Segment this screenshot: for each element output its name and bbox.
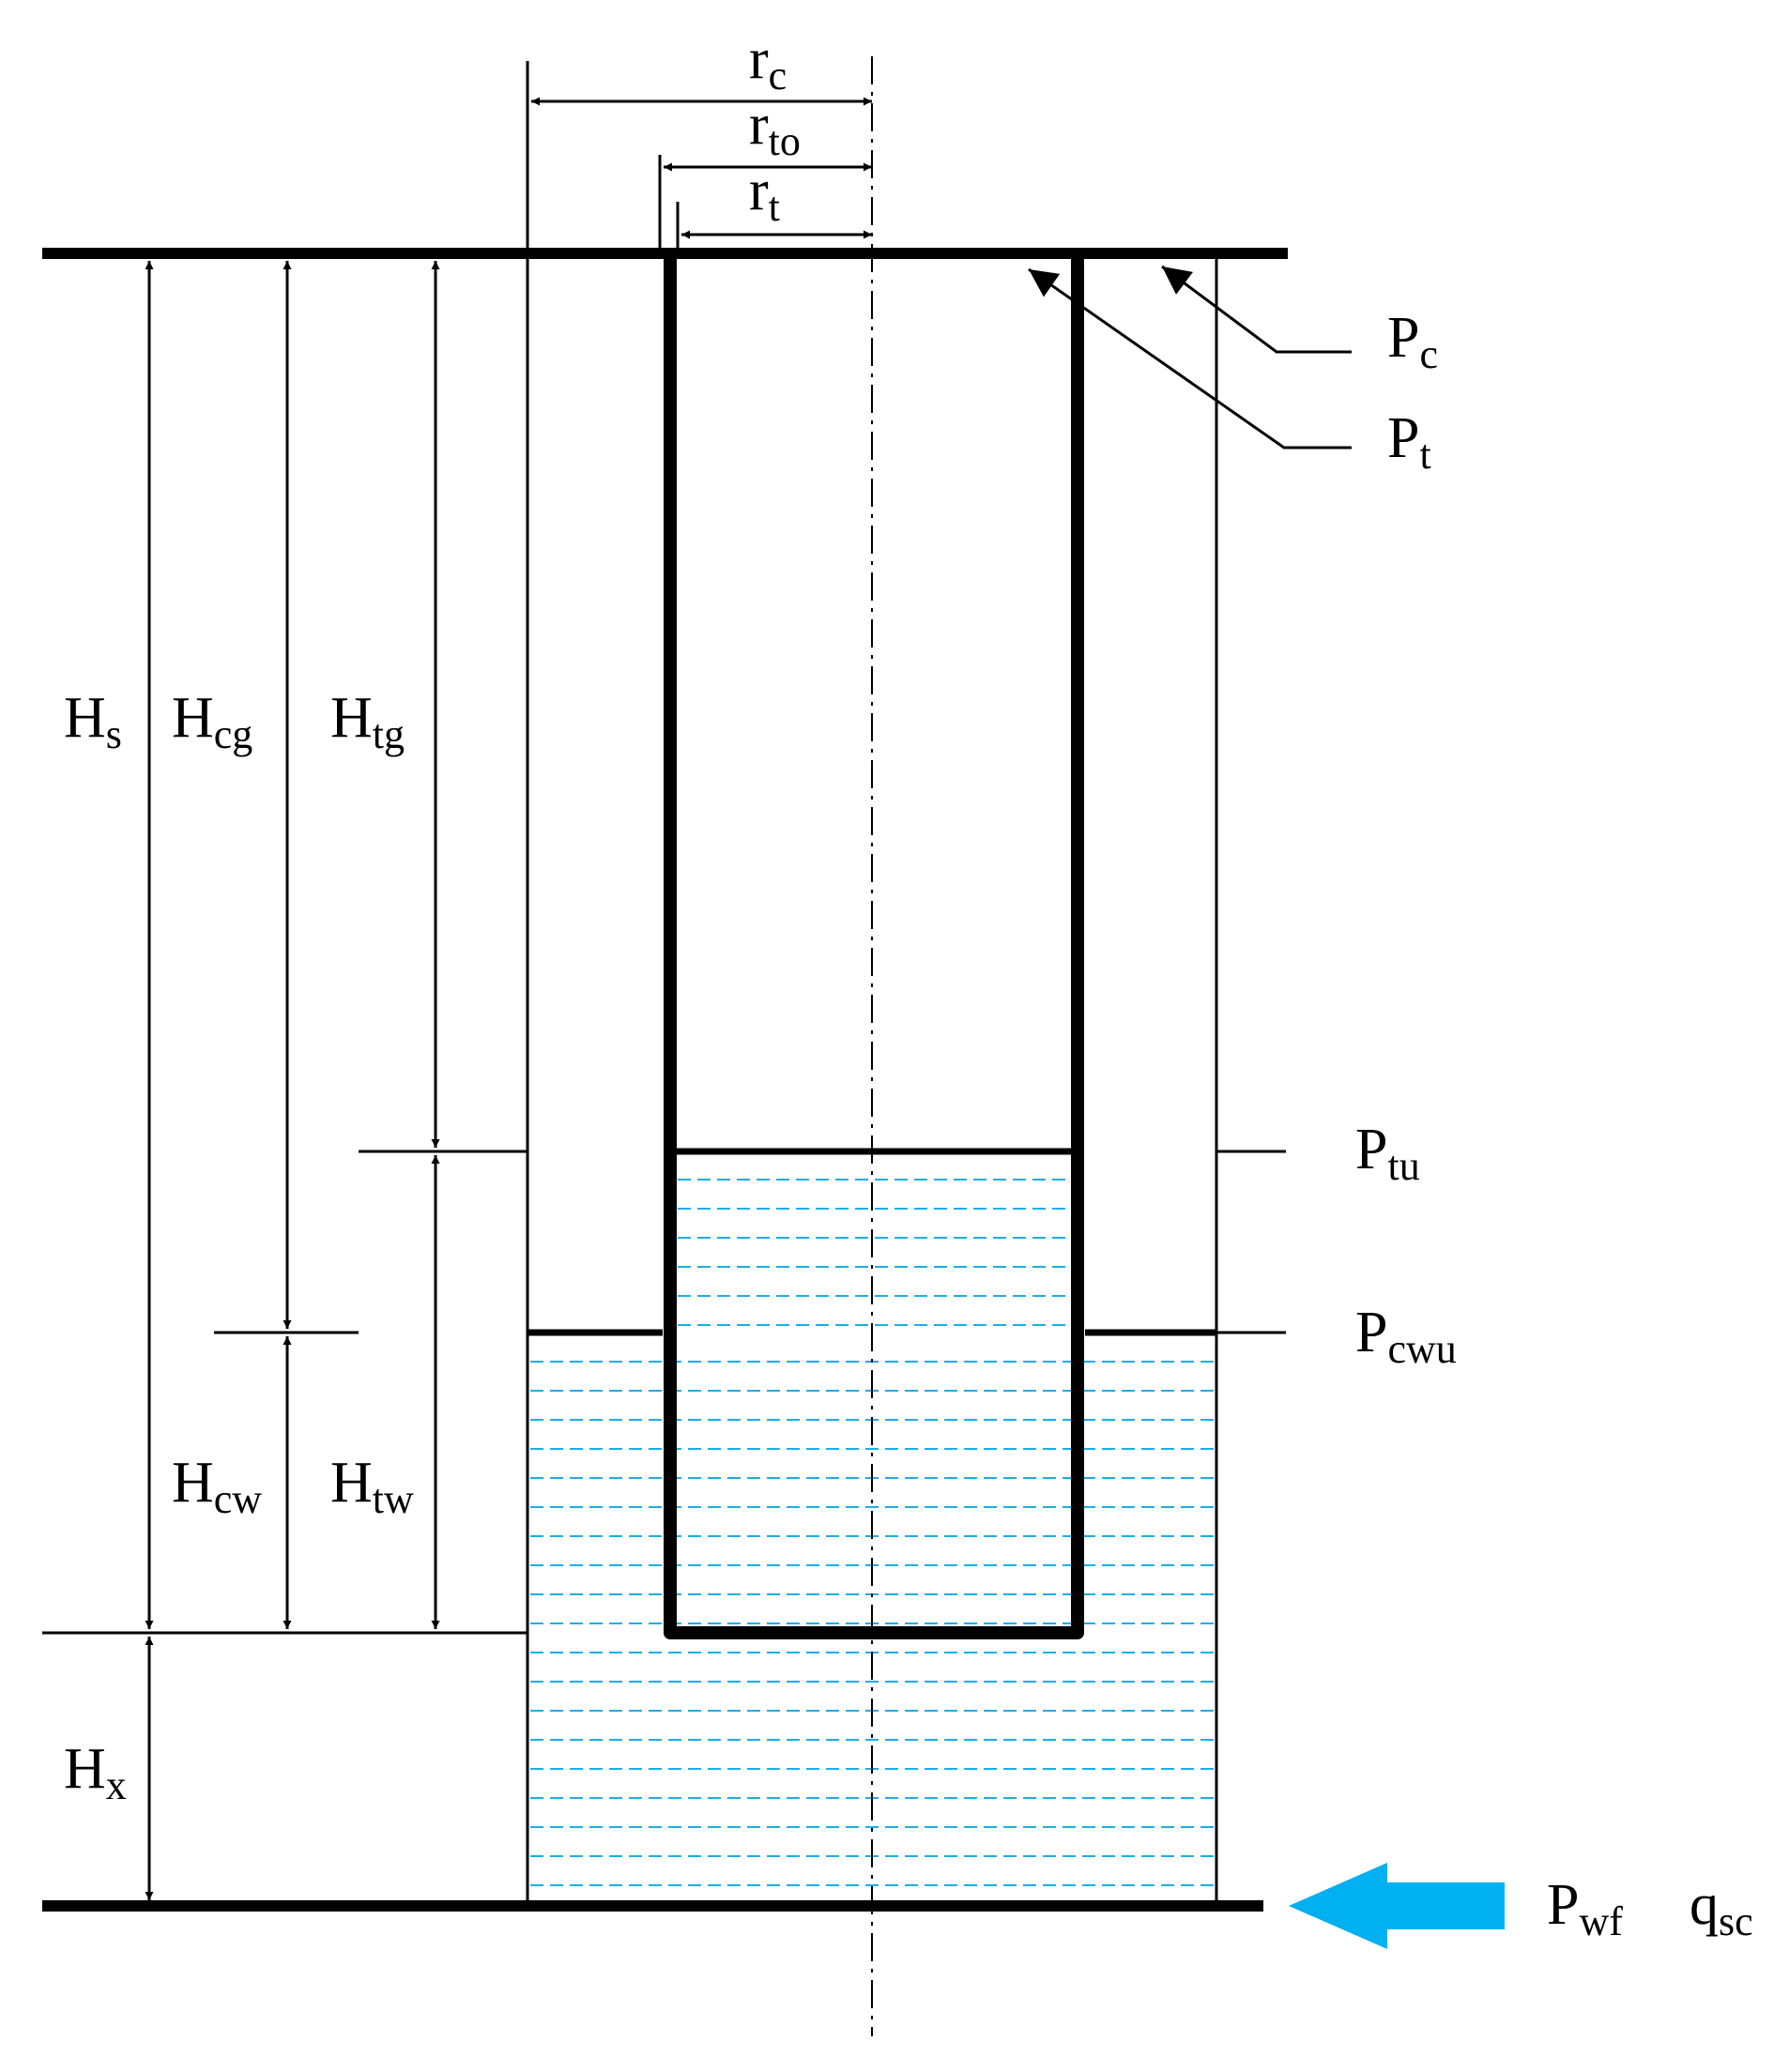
inflow-arrow-icon: [1289, 1863, 1505, 1949]
label-hcw: Hcw: [172, 1451, 262, 1522]
label-pcwu: Pcwu: [1355, 1301, 1457, 1372]
label-hs: Hs: [64, 686, 122, 757]
label-htg: Htg: [330, 686, 405, 757]
label-pwf: Pwf: [1547, 1873, 1623, 1944]
tubing-wall: [664, 259, 1084, 1639]
pc-leader-line: [1161, 265, 1352, 354]
label-ptu: Ptu: [1355, 1118, 1420, 1189]
label-pc: Pc: [1387, 306, 1438, 377]
label-rt: rt: [749, 159, 780, 230]
label-rto: rto: [749, 93, 801, 164]
label-pt: Pt: [1387, 406, 1431, 478]
label-htw: Htw: [330, 1451, 414, 1522]
label-hcg: Hcg: [172, 686, 252, 757]
label-qsc: qsc: [1690, 1873, 1753, 1944]
pt-leader-line: [1028, 267, 1352, 449]
label-rc: rc: [749, 27, 787, 99]
label-hx: Hx: [64, 1737, 127, 1808]
